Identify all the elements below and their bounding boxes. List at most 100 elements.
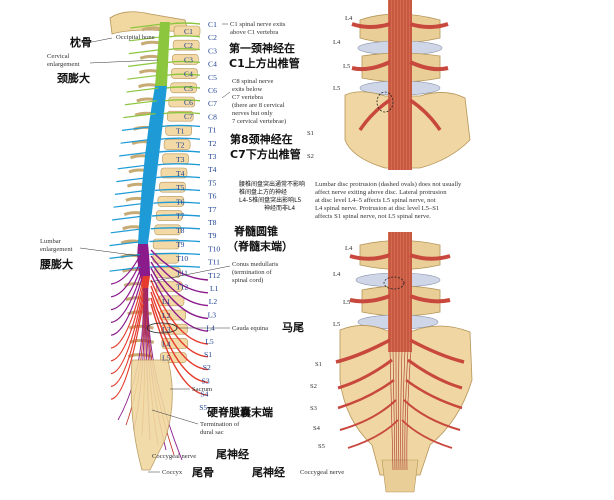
svg-text:S2: S2 xyxy=(310,383,317,390)
cauda-equina-note: Cauda equina 马尾 xyxy=(176,321,304,334)
svg-text:L4: L4 xyxy=(345,15,353,22)
coccygeal-nerve-note: Coccygeal nerve 尾神经 xyxy=(152,447,249,461)
nerve-level-label: T3 xyxy=(208,152,217,161)
lumbar-disc-panel-top xyxy=(338,0,614,175)
svg-text:above C1 vertebra: above C1 vertebra xyxy=(230,29,278,36)
lumbar-enlargement-label-1: Lumbar xyxy=(40,238,62,245)
nerve-level-label: C7 xyxy=(208,99,217,108)
spinal-nerve-right xyxy=(152,214,201,217)
spinal-nerve-right xyxy=(149,252,201,256)
nerve-level-label: S5 xyxy=(199,403,207,412)
vertebra-level-label: C6 xyxy=(184,98,193,107)
svg-text:S2: S2 xyxy=(307,153,314,160)
dural-sac-note: 硬脊膜囊末端 Termination of dural sac xyxy=(151,405,273,436)
vertebra-level-label: L2 xyxy=(162,311,171,320)
spinal-nerve-left xyxy=(126,87,159,93)
vertebra-level-label: T5 xyxy=(176,183,185,192)
cord-fiber xyxy=(389,232,394,471)
svg-text:at disc level L4–5 affects L5: at disc level L4–5 affects L5 spinal ner… xyxy=(315,197,436,204)
cord-fiber xyxy=(398,232,400,471)
svg-text:Coccygeal nerve: Coccygeal nerve xyxy=(300,469,344,476)
nerve-level-label: C4 xyxy=(208,60,217,69)
spinal-nerve-right xyxy=(163,111,201,115)
spinal-nerve-right xyxy=(153,201,201,204)
vertebra-level-label: T1 xyxy=(176,126,185,135)
spinal-nerve-left xyxy=(120,138,153,144)
svg-text:Sacrum: Sacrum xyxy=(192,386,213,393)
svg-text:第一颈神经在: 第一颈神经在 xyxy=(229,41,295,55)
spinal-nerve-left xyxy=(110,249,144,285)
coccyx-note: Coccyx 尾骨 xyxy=(148,466,214,479)
spinal-nerve-left xyxy=(130,23,163,29)
svg-text:椎间盘上方的神经: 椎间盘上方的神经 xyxy=(239,188,287,196)
conus-cn-note: 脊髓圆锥 （脊髓末端） xyxy=(227,224,293,253)
c8-note: C8 spinal nerve exits below C7 vertebra … xyxy=(221,78,286,125)
spinal-nerve-left xyxy=(109,241,142,247)
vertebral-body xyxy=(160,167,188,179)
vertebral-body xyxy=(163,139,191,150)
spinal-nerve-left xyxy=(110,285,144,362)
spinal-nerve-left xyxy=(112,215,145,221)
svg-text:Termination of: Termination of xyxy=(200,421,240,428)
svg-text:affect nerve exiting above dis: affect nerve exiting above disc. Lateral… xyxy=(315,189,447,196)
svg-text:S1: S1 xyxy=(307,130,314,137)
nerve-level-label: L1 xyxy=(210,284,219,293)
spinal-nerve-right xyxy=(154,188,201,192)
svg-text:(there are 8 cervical: (there are 8 cervical xyxy=(232,102,285,109)
spinal-nerve-left xyxy=(110,279,144,349)
svg-text:L4: L4 xyxy=(345,245,353,252)
spinal-nerve-left xyxy=(116,177,149,183)
svg-text:L5: L5 xyxy=(333,85,341,92)
vertebra-level-label: L1 xyxy=(162,297,171,306)
svg-text:Cauda equina: Cauda equina xyxy=(232,325,268,332)
nerve-level-label: S2 xyxy=(203,363,211,372)
bottom-coccygeal-note: Coccygeal nerve 尾神经 xyxy=(251,465,344,479)
spinal-nerve-left xyxy=(110,228,143,234)
spinal-nerve-right xyxy=(150,261,209,307)
svg-text:Conus medullaris: Conus medullaris xyxy=(232,261,279,268)
svg-text:L4 spinal nerve. Protrusion at: L4 spinal nerve. Protrusion at disc leve… xyxy=(315,205,439,212)
nerve-level-label: C1 xyxy=(208,20,217,29)
spinal-nerve-right xyxy=(156,175,201,179)
spinal-nerve-left xyxy=(117,164,150,170)
spinal-nerve-right xyxy=(170,22,201,25)
svg-text:S3: S3 xyxy=(310,405,318,412)
spinal-column-illustration xyxy=(109,11,209,471)
svg-text:尾神经: 尾神经 xyxy=(215,447,249,461)
spinal-nerve-left xyxy=(110,255,144,298)
nerve-level-label: T5 xyxy=(208,178,217,187)
spinal-nerve-right xyxy=(164,99,201,102)
cord-cervical xyxy=(155,22,170,86)
nerve-level-label: T2 xyxy=(208,139,217,148)
zhengu-label: 枕骨 xyxy=(70,35,92,49)
svg-text:C7下方出椎管: C7下方出椎管 xyxy=(230,147,301,161)
cord-fiber xyxy=(392,232,396,471)
nerve-level-label: T10 xyxy=(208,244,220,253)
cervical-enlargement-label-1: Cervical xyxy=(47,53,70,60)
spinal-nerve-right xyxy=(168,47,201,51)
spinal-nerve-right xyxy=(167,60,201,64)
vertebra-level-labels: C1C2C3C4C5C6C7T1T2T3T4T5T6T7T8T9T10T11T1… xyxy=(162,27,193,363)
c1-note: C1 spinal nerve exits above C1 vertebra xyxy=(222,21,286,36)
spinal-nerve-left xyxy=(127,61,161,67)
spinal-nerve-right xyxy=(150,249,209,281)
svg-text:脊髓圆锥: 脊髓圆锥 xyxy=(233,224,278,238)
nerve-level-label: L3 xyxy=(208,310,217,319)
spinal-nerve-right xyxy=(150,273,209,332)
spinal-nerves xyxy=(109,22,209,400)
disc-cn-note: 腰椎间盘突出通常不影响 椎间盘上方的神经 L4-5椎间盘突出影响L5 神经而非L… xyxy=(239,180,305,212)
vertebra-level-label: T9 xyxy=(176,240,185,249)
svg-text:affects S1 spinal nerve, not L: affects S1 spinal nerve, not L5 spinal n… xyxy=(315,213,431,220)
sacrum-note: Sacrum xyxy=(170,386,213,393)
bottom-panel-level-labels: L4 L4 L5 L5 S1 S2 S3 S4 S5 xyxy=(310,245,353,450)
spinal-nerve-left xyxy=(110,267,144,323)
svg-text:腰椎间盘突出通常不影响: 腰椎间盘突出通常不影响 xyxy=(239,180,305,188)
spinal-nerve-right xyxy=(157,163,201,166)
spinal-nerve-left xyxy=(110,303,144,400)
cord-fiber xyxy=(402,232,406,471)
vertebra-level-label: T3 xyxy=(176,155,185,164)
svg-text:C8 spinal nerve: C8 spinal nerve xyxy=(232,78,273,85)
nerve-level-label: T8 xyxy=(208,218,217,227)
spinal-nerve-right xyxy=(160,137,201,140)
vertebral-process xyxy=(128,324,154,330)
